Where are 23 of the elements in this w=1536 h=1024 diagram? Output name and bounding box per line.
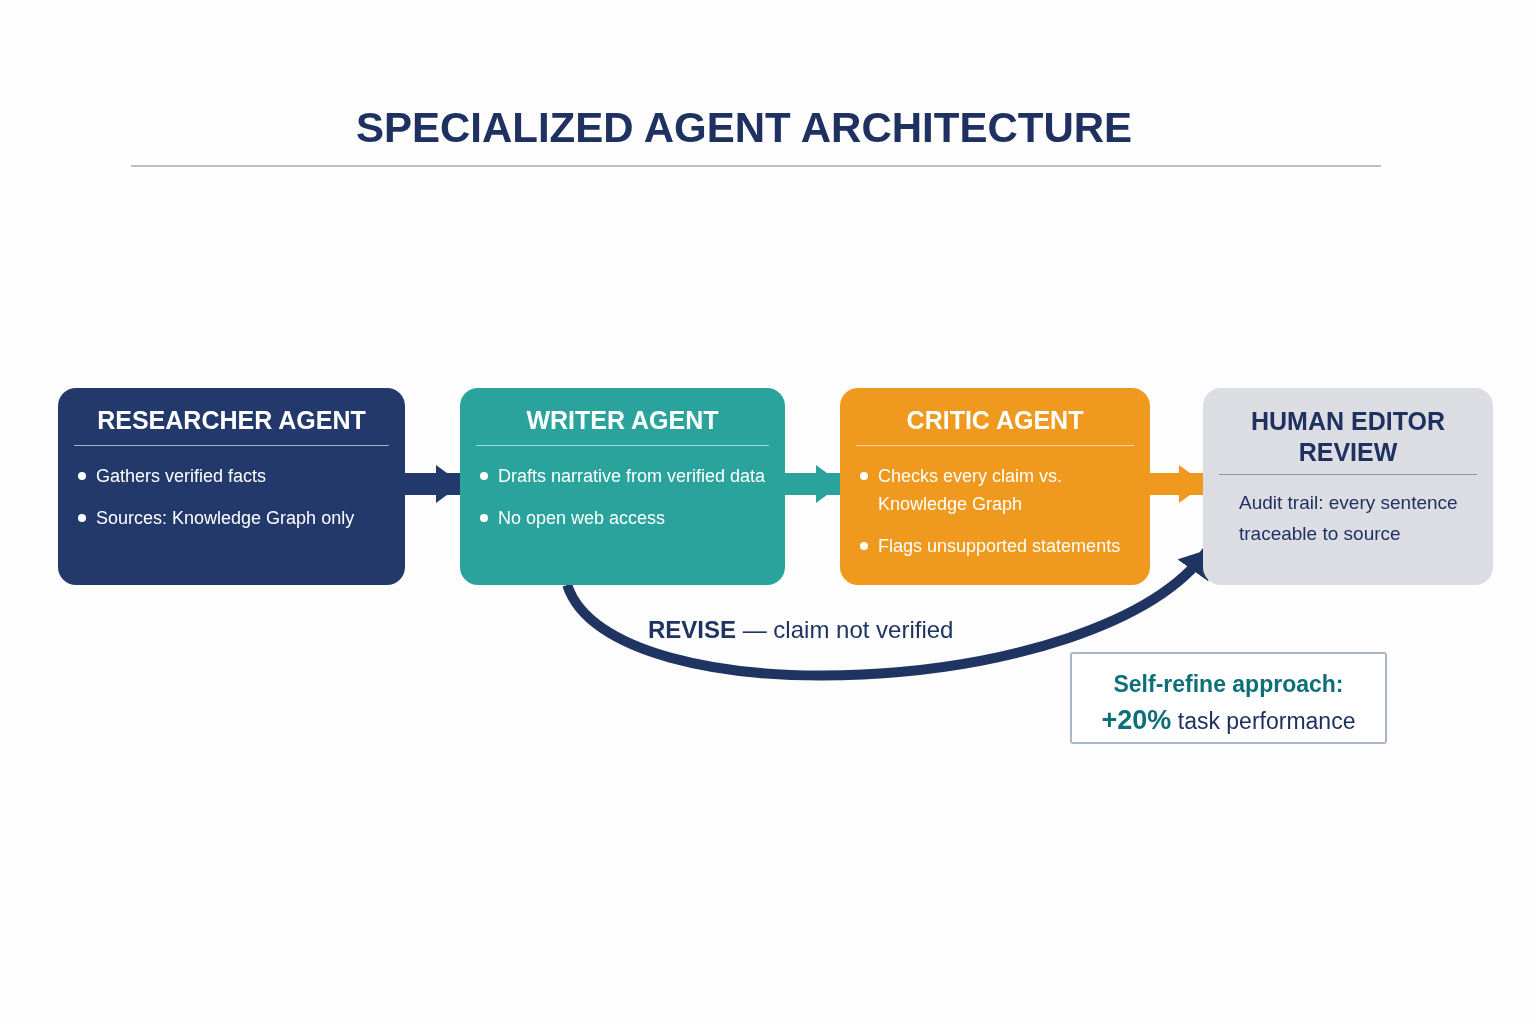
card-text: Audit trail: every sentence traceable to source bbox=[1238, 491, 1459, 546]
note-text: Self-refine approach: bbox=[1112, 670, 1345, 699]
note-box bbox=[1070, 652, 1387, 744]
arrow bbox=[405, 465, 462, 503]
diagram-title: SPECIALIZED AGENT ARCHITECTURE bbox=[354, 104, 1134, 152]
agent-card bbox=[460, 388, 785, 585]
bullet-text: No open web access bbox=[476, 504, 769, 532]
bullet-text: Drafts narrative from verified data bbox=[476, 462, 769, 490]
review-card bbox=[1203, 388, 1493, 585]
curved-arrow bbox=[563, 547, 1211, 680]
bullet-text: Gathers verified facts bbox=[74, 462, 389, 490]
bullet-text: Flags unsupported statements bbox=[856, 532, 1134, 560]
card-heading: RESEARCHER AGENT bbox=[74, 406, 389, 446]
bullet-text: Sources: Knowledge Graph only bbox=[74, 504, 389, 532]
agent-card bbox=[58, 388, 405, 585]
note-text: +20% task performance bbox=[1100, 704, 1357, 737]
card-heading: WRITER AGENT bbox=[476, 406, 769, 446]
agent-card bbox=[840, 388, 1150, 585]
bullet-text: Checks every claim vs. Knowledge Graph bbox=[856, 462, 1134, 518]
card-heading: HUMAN EDITOR REVIEW bbox=[1219, 406, 1477, 475]
card-heading: CRITIC AGENT bbox=[856, 406, 1134, 446]
arrow bbox=[785, 465, 842, 503]
arrow bbox=[1150, 465, 1205, 503]
